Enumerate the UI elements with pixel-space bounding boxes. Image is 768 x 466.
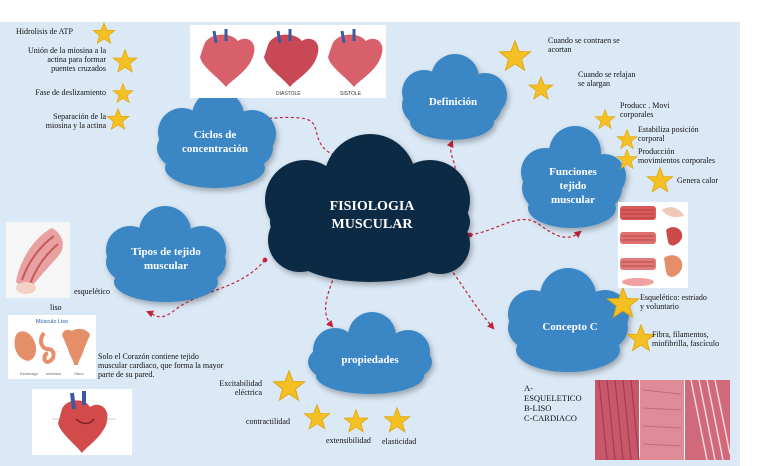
label-diastole: DIASTOLE	[276, 91, 301, 97]
histology-graphic	[595, 380, 730, 460]
star-icon	[343, 409, 369, 433]
star-icon	[594, 109, 616, 129]
skeletal-muscle-graphic	[16, 228, 63, 294]
muscle-types-graphic	[620, 206, 684, 286]
smooth-muscle-graphic: Músculo Liso Estómago Intestino Útero	[14, 319, 90, 376]
star-icon	[112, 83, 134, 103]
star-icon	[273, 370, 305, 401]
star-icon	[112, 49, 138, 73]
cloud-concepto-label: Concepto C	[542, 321, 598, 333]
label-extensibilidad: extensibilidad	[326, 436, 371, 445]
label-corazon: Solo el Corazón contiene tejido muscular…	[98, 352, 224, 379]
label-liso: liso	[50, 303, 62, 312]
cloud-ciclos-label: Ciclos de concentración	[182, 129, 248, 155]
star-icon	[528, 76, 554, 100]
heart-cycle-image: DIASTOLE SISTOLE	[190, 25, 386, 98]
star-icon	[499, 40, 531, 71]
smooth-muscle-image: Músculo Liso Estómago Intestino Útero	[8, 315, 96, 379]
caption-estomago: Estómago	[20, 371, 39, 376]
label-abc: A- ESQUELETICO B-LISO C-CARDIACO	[524, 383, 582, 423]
muscle-types-image	[618, 202, 688, 288]
skeletal-muscle-image	[6, 222, 70, 298]
cloud-tipos	[106, 206, 226, 302]
cardiac-muscle-graphic	[52, 391, 116, 453]
connector-concepto	[439, 254, 495, 330]
cloud-concepto	[508, 268, 629, 372]
label-estabiliza: Estabiliza posición corporal	[638, 125, 699, 143]
cloud-funciones	[521, 126, 626, 228]
label-contraen: Cuando se contraen se acortan	[548, 36, 620, 54]
connector-funciones	[469, 219, 582, 238]
center-cloud	[265, 134, 470, 282]
histology-image	[595, 380, 730, 460]
star-icon	[106, 108, 130, 130]
label-estriado-voluntario: Esquelético: estriado y voluntario	[640, 293, 707, 311]
caption-utero: Útero	[74, 371, 85, 376]
label-genera-calor: Genera calor	[677, 176, 719, 185]
label-sistole: SISTOLE	[340, 91, 362, 97]
center-title: FISIOLOGIA MUSCULAR	[329, 199, 415, 232]
label-relajan: Cuando se relajan se alargan	[578, 70, 636, 88]
label-hidrolisis: Hidrolisis de ATP	[16, 27, 73, 36]
cloud-tipos-label: Tipos de tejido muscular	[131, 246, 201, 272]
label-separacion: Separación de la miosina y la actina	[45, 112, 106, 130]
connector-dot	[262, 257, 268, 263]
label-excitabilidad: Excitabilidad eléctrica	[219, 379, 262, 397]
connector-tipos	[146, 259, 266, 318]
label-fibra: Fibra, filamentos, miofibrilla, fascícul…	[652, 330, 720, 348]
heart-cycle-graphic: DIASTOLE SISTOLE	[200, 29, 383, 97]
cloud-definicion	[402, 54, 507, 140]
cloud-definicion-label: Definición	[428, 96, 478, 108]
cloud-propiedades	[308, 312, 432, 394]
star-icon	[626, 324, 656, 351]
star-icon	[616, 129, 638, 149]
label-producc-movi: Producc . Movi corporales	[620, 101, 670, 119]
label-union: Unión de la miosina a la actina para for…	[28, 46, 106, 73]
cloud-funciones-label: Funciones tejido muscular	[549, 166, 597, 206]
label-esqueletico: esquelético	[74, 287, 110, 296]
star-icon	[383, 407, 411, 433]
star-icon	[303, 404, 331, 430]
label-produccion-movimientos: Producción movimientos corporales	[638, 147, 716, 165]
label-elasticidad: elasticidad	[382, 437, 417, 446]
cardiac-muscle-image	[32, 389, 132, 455]
label-deslizamiento: Fase de deslizamiento	[35, 88, 106, 97]
label-contractilidad: contractilidad	[246, 417, 290, 426]
star-icon	[92, 22, 116, 44]
cloud-propiedades-label: propiedades	[341, 354, 399, 366]
cloud-ciclos	[157, 90, 276, 188]
caption-intestino: Intestino	[46, 371, 62, 376]
label-musculo-liso: Músculo Liso	[36, 319, 68, 325]
star-icon	[646, 167, 674, 193]
